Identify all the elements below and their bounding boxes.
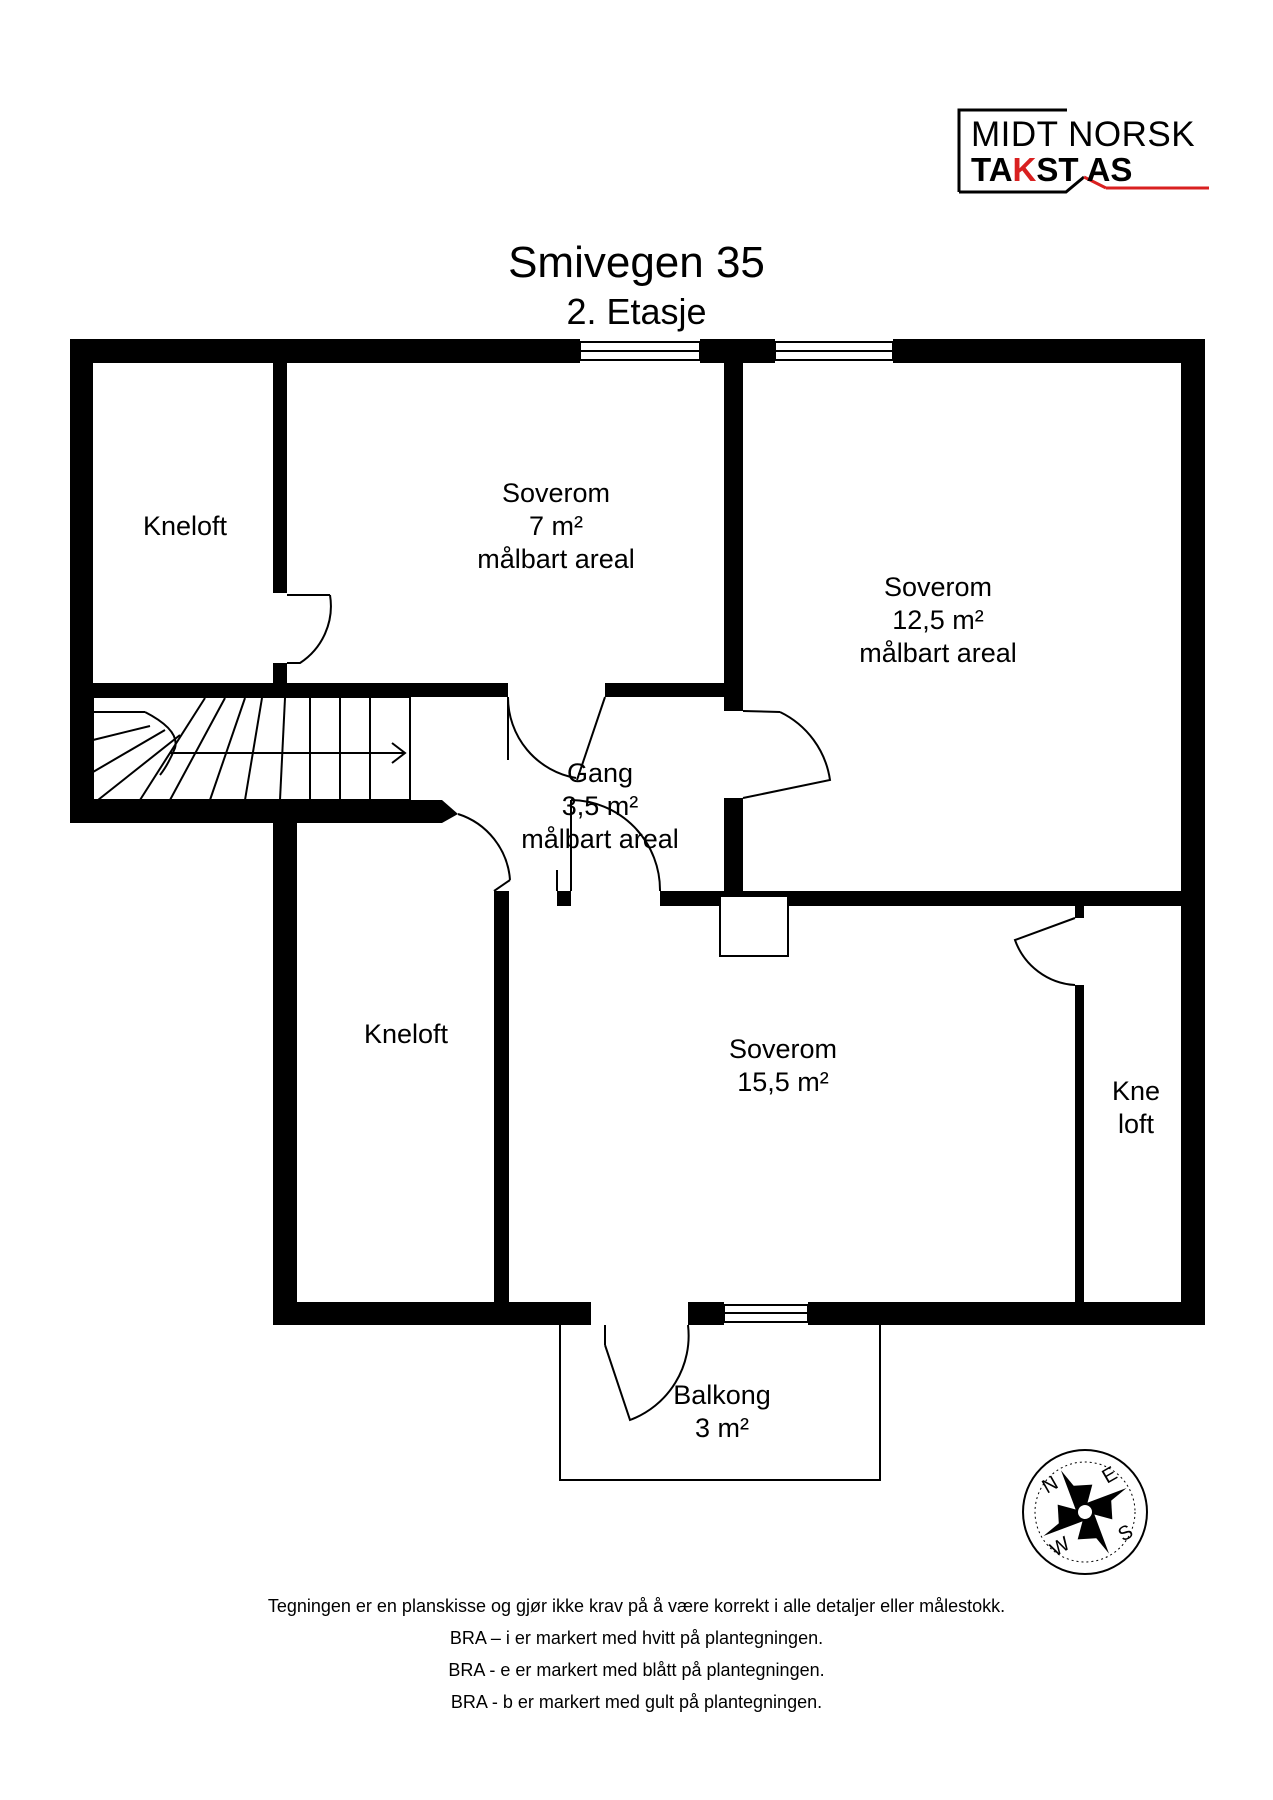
room-balkong: Balkong 3 m²: [673, 1380, 771, 1443]
logo-text-line2: TAKST AS: [971, 151, 1133, 188]
room-soverom-small: Soverom 7 m² målbart areal: [477, 478, 635, 574]
staircase: [92, 696, 411, 801]
room-soverom-large: Soverom 15,5 m²: [728, 1034, 838, 1097]
room-kneloft-right: Kne loft: [1111, 1076, 1161, 1139]
balcony-outline: [559, 1325, 881, 1481]
footnote-bra-e: BRA - e er markert med blått på plantegn…: [448, 1660, 825, 1680]
room-gang: Gang 3,5 m² målbart areal: [521, 758, 679, 854]
room-soverom-mid: Soverom 12,5 m² målbart areal: [859, 572, 1017, 668]
room-kneloft-left: Kneloft: [363, 1019, 449, 1049]
plan-subtitle: 2. Etasje: [566, 291, 707, 332]
footnote-disclaimer: Tegningen er en planskisse og gjør ikke …: [267, 1596, 1006, 1616]
company-logo: MIDT NORSK TAKST AS: [956, 107, 1211, 195]
doors: [287, 594, 1076, 1422]
compass-icon: N E S W: [1022, 1449, 1148, 1575]
footnote-bra-b: BRA - b er markert med gult på plantegni…: [450, 1692, 823, 1712]
footnote-bra-i: BRA – i er markert med hvitt på plantegn…: [449, 1628, 824, 1648]
plan-title: Smivegen 35: [508, 238, 765, 287]
footnotes: Tegningen er en planskisse og gjør ikke …: [0, 1590, 1273, 1718]
room-kneloft-top: Kneloft: [142, 511, 228, 541]
walls: [70, 339, 1205, 1325]
logo-text-line1: MIDT NORSK: [971, 115, 1196, 154]
windows: [579, 341, 894, 1323]
